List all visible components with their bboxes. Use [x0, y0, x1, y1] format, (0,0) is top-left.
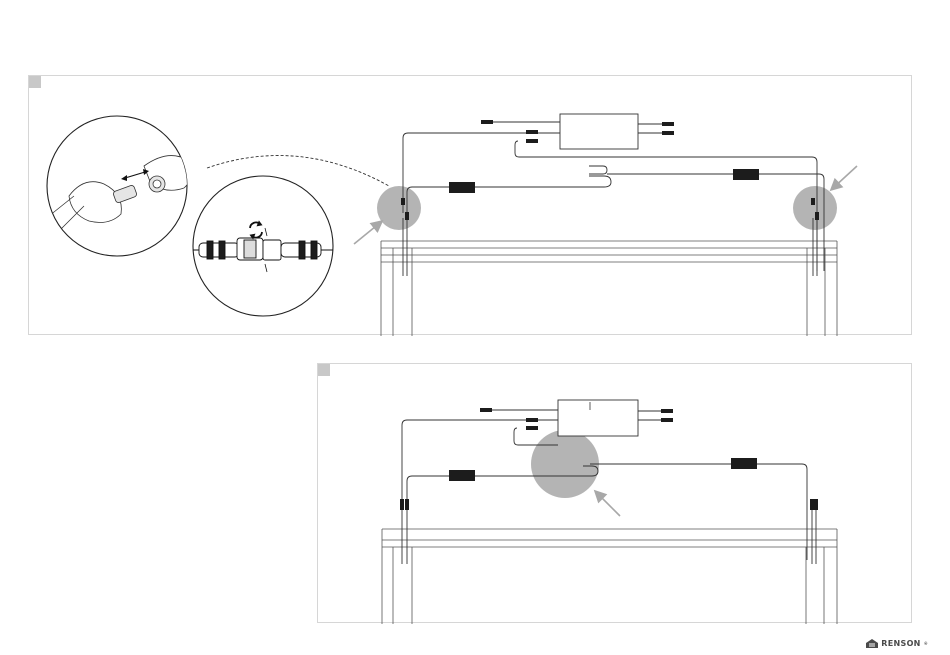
detail-circle-twist-lock	[189, 176, 334, 316]
step-2-diagram	[318, 364, 913, 624]
detail-circle-push-pull	[47, 116, 214, 256]
arrow-left	[354, 222, 381, 244]
frame	[382, 529, 837, 624]
inline-module-right	[731, 458, 757, 469]
control-box	[558, 400, 638, 436]
arrow-center	[596, 492, 620, 516]
inline-module-left	[449, 182, 475, 193]
callout-link	[207, 156, 389, 186]
step-1-diagram	[29, 76, 913, 336]
brand-name: RENSON	[881, 639, 920, 648]
brand-trademark: ®	[924, 641, 928, 646]
inline-module-right	[733, 169, 759, 180]
highlight-center	[531, 430, 599, 498]
control-box	[560, 114, 638, 149]
brand-logo: RENSON ®	[866, 639, 928, 648]
highlight-right	[793, 186, 837, 230]
step-2-panel	[317, 363, 912, 623]
inline-module-left	[449, 470, 475, 481]
arrow-right	[832, 166, 857, 189]
frame	[381, 241, 837, 336]
highlight-left	[377, 186, 421, 230]
renson-house-logo-icon	[866, 639, 878, 648]
step-1-panel	[28, 75, 912, 335]
